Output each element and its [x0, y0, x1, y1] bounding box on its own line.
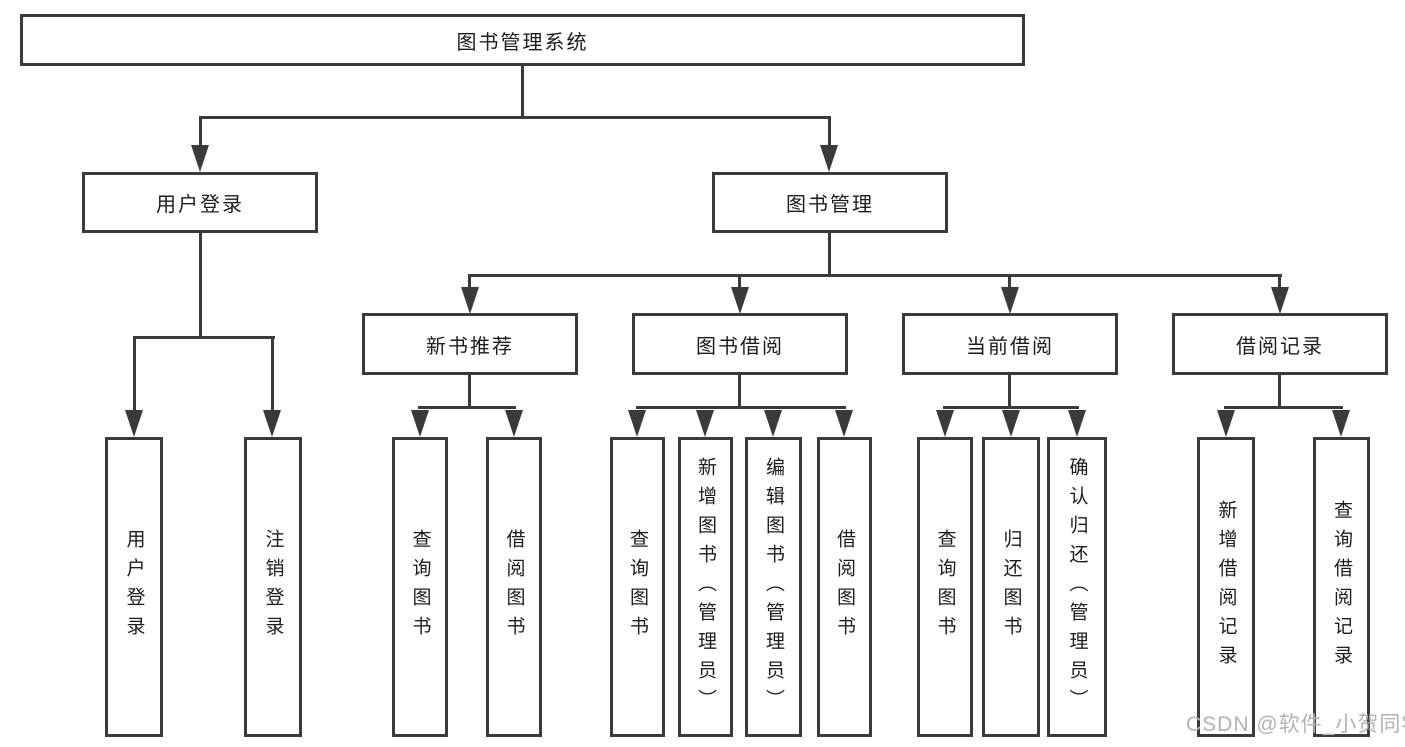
arrow-down-book-borrowing	[731, 287, 749, 314]
node-book-management: 图书管理	[712, 172, 948, 233]
leaf-label: 确认归还（管理员）	[1066, 456, 1088, 718]
connector-book-management-trunk	[828, 233, 831, 274]
csdn-watermark: CSDN @软件_小贺同学	[1186, 713, 1405, 736]
connector-stem-leaf-logout	[271, 336, 274, 414]
connector-stem-borrowing-records	[1278, 274, 1281, 290]
connector-root-rail	[199, 116, 831, 119]
connector-records-rail	[1224, 406, 1343, 409]
leaf-return-books: 归还图书	[982, 437, 1040, 737]
connector-borrowing-rail	[636, 406, 846, 409]
arrow-down-borrowing-add	[696, 410, 714, 437]
node-book-borrowing: 图书借阅	[632, 313, 848, 375]
arrow-down-current-query	[936, 410, 954, 437]
leaf-label: 借阅图书	[503, 529, 525, 645]
leaf-label: 查询借阅记录	[1331, 500, 1352, 674]
leaf-label: 新增借阅记录	[1215, 500, 1237, 674]
leaf-borrow-books-borrowing: 借阅图书	[817, 437, 872, 737]
connector-borrowing-trunk	[738, 375, 741, 406]
node-label: 当前借阅	[966, 335, 1054, 358]
arrow-down-new-book-recommend	[461, 287, 479, 314]
leaf-label: 注销登录	[262, 529, 284, 645]
connector-records-trunk	[1278, 375, 1281, 406]
leaf-label: 查询图书	[627, 529, 648, 645]
connector-recommend-trunk	[468, 375, 471, 406]
arrow-down-recommend-query	[411, 410, 429, 437]
arrow-down-current-return	[1002, 410, 1020, 437]
arrow-down-leaf-user-login	[125, 410, 143, 437]
connector-root-trunk	[521, 66, 524, 118]
leaf-label: 用户登录	[123, 529, 145, 645]
arrow-down-records-add	[1217, 410, 1235, 437]
node-label: 用户登录	[156, 194, 244, 216]
leaf-add-books-admin: 新增图书（管理员）	[678, 437, 733, 737]
leaf-borrow-books-recommend: 借阅图书	[486, 437, 542, 737]
node-label: 图书管理系统	[456, 31, 589, 54]
node-user-login: 用户登录	[82, 172, 318, 233]
connector-stem-book-borrowing	[738, 274, 741, 290]
connector-book-management-rail	[468, 274, 1282, 277]
connector-stem-user-login	[199, 116, 202, 148]
leaf-user-login: 用户登录	[105, 437, 163, 737]
leaf-label: 查询图书	[934, 529, 956, 645]
arrow-down-leaf-logout	[263, 410, 281, 437]
leaf-query-borrow-record: 查询借阅记录	[1313, 437, 1370, 737]
node-library-system: 图书管理系统	[20, 14, 1025, 66]
arrow-down-borrowing-borrow	[835, 410, 853, 437]
node-label: 图书管理	[786, 194, 874, 216]
leaf-label: 新增图书（管理员）	[695, 456, 716, 718]
leaf-label: 借阅图书	[834, 529, 855, 645]
arrow-down-borrowing-query	[628, 410, 646, 437]
leaf-add-borrow-record: 新增借阅记录	[1197, 437, 1255, 737]
arrow-down-records-query	[1332, 410, 1350, 437]
leaf-edit-books-admin: 编辑图书（管理员）	[745, 437, 802, 737]
connector-stem-book-management	[828, 116, 831, 148]
connector-current-trunk	[1008, 375, 1011, 406]
connector-current-rail	[943, 406, 1079, 409]
node-new-book-recommend: 新书推荐	[362, 313, 578, 375]
leaf-label: 查询图书	[409, 529, 431, 645]
arrow-down-borrowing-records	[1271, 287, 1289, 314]
leaf-confirm-return-admin: 确认归还（管理员）	[1047, 437, 1107, 737]
connector-stem-current-borrowing	[1008, 274, 1011, 290]
arrow-down-book-management	[820, 145, 838, 172]
connector-user-login-trunk	[199, 233, 202, 336]
arrow-down-user-login	[191, 145, 209, 172]
connector-user-login-rail	[133, 336, 275, 339]
leaf-query-books-recommend: 查询图书	[392, 437, 448, 737]
arrow-down-borrowing-edit	[764, 410, 782, 437]
leaf-label: 编辑图书（管理员）	[763, 456, 784, 718]
leaf-label: 归还图书	[1000, 529, 1022, 645]
connector-stem-leaf-user-login	[133, 336, 136, 414]
connector-stem-new-book-recommend	[468, 274, 471, 290]
node-label: 借阅记录	[1236, 335, 1324, 358]
leaf-query-books-current: 查询图书	[917, 437, 973, 737]
arrow-down-current-borrowing	[1001, 287, 1019, 314]
arrow-down-current-confirm	[1068, 410, 1086, 437]
connector-recommend-rail	[418, 406, 516, 409]
leaf-query-books-borrowing: 查询图书	[610, 437, 665, 737]
node-label: 新书推荐	[426, 335, 514, 358]
leaf-logout: 注销登录	[244, 437, 302, 737]
arrow-down-recommend-borrow	[505, 410, 523, 437]
node-borrowing-records: 借阅记录	[1172, 313, 1388, 375]
node-label: 图书借阅	[696, 335, 784, 358]
node-current-borrowing: 当前借阅	[902, 313, 1118, 375]
